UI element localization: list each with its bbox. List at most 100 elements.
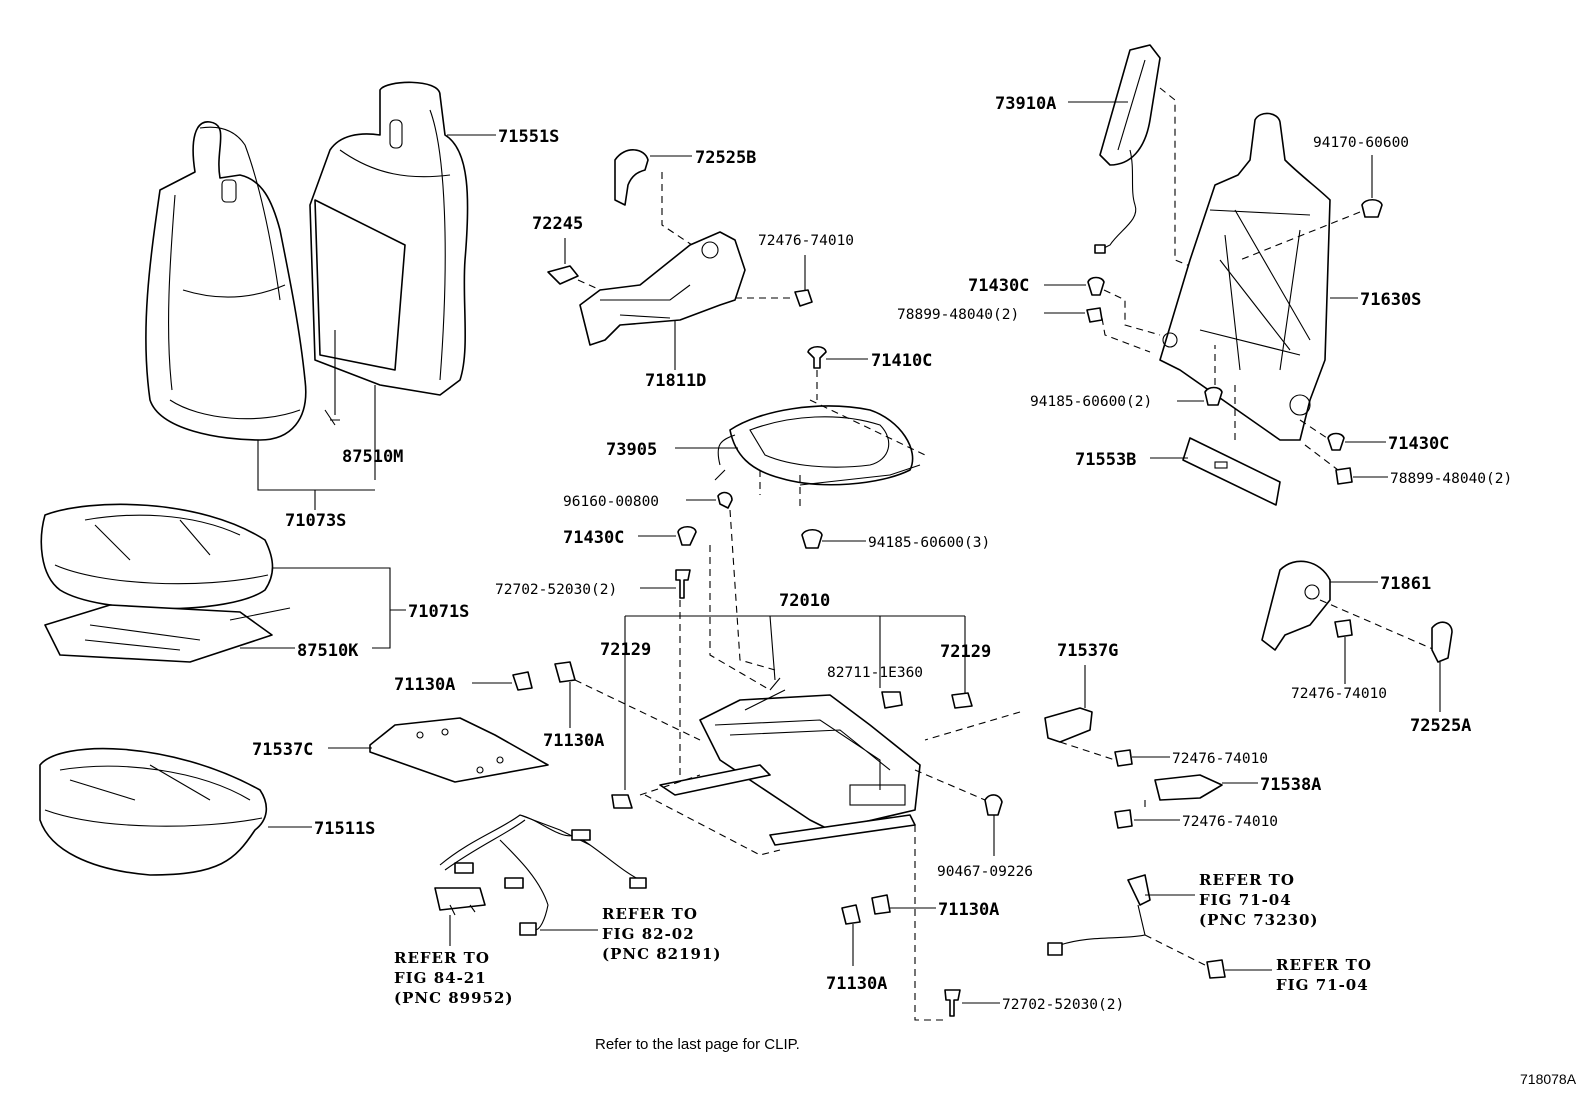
label-71511s: 71511S [314,819,375,839]
label-71630s: 71630S [1360,290,1421,310]
screw-72476-74010-right-drawing [1334,619,1353,638]
leader-71071s [272,567,406,649]
label-72129-1: 72129 [600,640,651,660]
figure-id: 718078A [1520,1071,1577,1087]
label-71551s: 71551S [498,127,559,147]
sensor-connector-drawing [434,887,486,916]
bracket-72129-right-drawing [951,692,973,709]
label-73910a: 73910A [995,94,1056,114]
label-71430c-2: 71430C [968,276,1029,296]
label-71073s: 71073S [285,511,346,531]
ref-71-04-a-line1: REFER TO [1199,871,1295,889]
bracket-72129-left-drawing [611,794,633,809]
label-72129-2: 72129 [940,642,991,662]
seat-belt-buckle-drawing [1047,874,1151,956]
clip-71130a-center-drawing [554,661,576,683]
sensor-82711-drawing [881,691,903,709]
seat-pan-drawing [729,405,921,486]
ref-71-04-b-line1: REFER TO [1276,956,1372,974]
bracket-71553b-drawing [1182,437,1281,506]
label-87510k: 87510K [297,641,359,661]
ref-71-04-a-line3: (PNC 73230) [1199,911,1319,929]
ref-84-21-line3: (PNC 89952) [394,989,514,1007]
label-71430c-3: 71430C [1388,434,1449,454]
label-71071s: 71071S [408,602,469,622]
label-90467-09226: 90467-09226 [937,864,1033,880]
ref-84-21-line1: REFER TO [394,949,490,967]
label-71130a-3: 71130A [938,900,999,920]
knob-72525b-drawing [614,149,649,206]
label-94185-60600-3: 94185-60600(3) [868,535,990,551]
clip-71130a-lower-left-drawing [841,904,861,925]
grommet-94185-60600-drawing [801,528,823,549]
cover-71538a-drawing [1154,774,1223,801]
screw-72476-74010-low-drawing [1114,809,1133,829]
bolt-72702-52030-left-drawing [675,569,691,599]
ref-71-04-a-line2: FIG 71-04 [1199,891,1292,909]
ref-82-02-line3: (PNC 82191) [602,945,722,963]
label-94170-60600: 94170-60600 [1313,135,1409,151]
seat-heater-element-drawing [44,604,291,663]
label-72476-74010-1: 72476-74010 [758,233,854,249]
slot-71553b [1214,461,1228,469]
label-73905: 73905 [606,440,657,460]
clip-71130a-left-drawing [512,671,533,691]
ref-71-04-b-line2: FIG 71-04 [1276,976,1369,994]
ref-84-21-line2: FIG 84-21 [394,969,487,987]
clip-96160-00800-drawing [717,491,733,509]
bolt-78899-48040-upper-drawing [1086,307,1103,323]
label-72525a: 72525A [1410,716,1471,736]
label-72476-74010-3: 72476-74010 [1182,814,1278,830]
label-72245: 72245 [532,214,583,234]
leader-72010 [624,615,966,790]
label-72476-74010-4: 72476-74010 [1291,686,1387,702]
label-87510m: 87510M [342,447,403,467]
label-71410c: 71410C [871,351,932,371]
label-71537c: 71537C [252,740,313,760]
label-94185-60600-2: 94185-60600(2) [1030,394,1152,410]
label-78899-48040-2a: 78899-48040(2) [897,307,1019,323]
grommet-94170-60600-drawing [1361,198,1383,218]
clip-90467-09226-drawing [984,794,1003,816]
label-71861: 71861 [1380,574,1431,594]
ref-82-02-line2: FIG 82-02 [602,925,695,943]
clip-71430c-lower-right-drawing [1327,432,1345,451]
ref-82-02-line1: REFER TO [602,905,698,923]
seat-cushion-pad-drawing [39,747,268,876]
lever-72245-drawing [547,265,579,285]
clip-71130a-lower-right-drawing [871,894,891,915]
label-71811d: 71811D [645,371,706,391]
screw-72476-74010-top-drawing [794,289,813,307]
bolt-belt-anchor-drawing [1206,959,1226,979]
seat-back-cover-drawing [145,121,307,441]
label-72702-52030-2b: 72702-52030(2) [1002,997,1124,1013]
label-78899-48040-2b: 78899-48040(2) [1390,471,1512,487]
seat-frame-72010-drawing [659,677,921,846]
screw-72476-74010-mid-drawing [1114,749,1133,767]
recliner-cover-71811d-drawing [579,231,746,346]
label-71553b: 71553B [1075,450,1136,470]
label-82711-1e360: 82711-1E360 [827,665,923,681]
seat-cushion-cover-drawing [40,503,274,610]
seat-pan-wire [714,434,736,481]
cover-71537g-drawing [1044,707,1093,743]
side-airbag-73910a-drawing [1094,44,1161,254]
seat-back-pad-drawing [309,81,469,426]
label-71130a-2: 71130A [543,731,604,751]
label-71130a-1: 71130A [394,675,455,695]
bolt-78899-48040-lower-drawing [1335,467,1353,485]
clip-71410c-drawing [807,345,827,369]
wire-harness-drawing [439,814,647,936]
recliner-cover-71861-drawing [1261,560,1331,651]
seat-back-frame-71630s-drawing [1159,112,1331,441]
label-71538a: 71538A [1260,775,1321,795]
leader-71073s [257,385,376,510]
clip-71430c-center-drawing [677,525,697,546]
label-72702-52030-2a: 72702-52030(2) [495,582,617,598]
label-71130a-4: 71130A [826,974,887,994]
grommet-94185-60600-2-drawing [1204,386,1223,406]
label-72525b: 72525B [695,148,756,168]
lower-plate-71537c-drawing [369,717,549,783]
clip-71430c-upper-drawing [1087,276,1105,296]
